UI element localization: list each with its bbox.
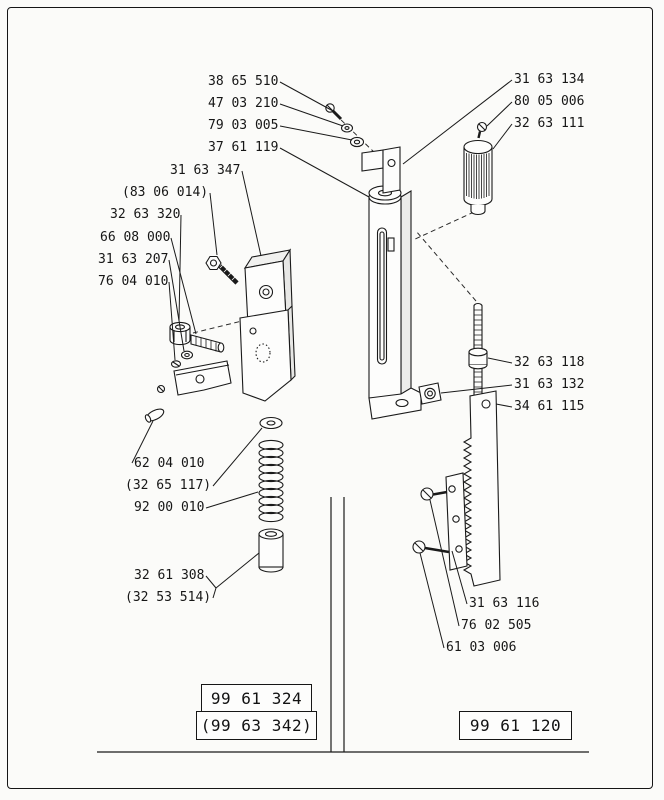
part-label: 32 63 320 [110, 207, 181, 222]
part-label: 62 04 010 [134, 456, 205, 471]
part-label: 76 02 505 [461, 618, 532, 633]
rack-bar-part [462, 390, 501, 587]
leader-line [492, 123, 513, 150]
part-label: 32 61 308 [134, 568, 205, 583]
set-screw-part [170, 360, 182, 368]
leader-line [429, 499, 460, 627]
part-label: 79 03 005 [208, 118, 279, 133]
ref-box-assembly-left: 99 61 324 [201, 684, 312, 712]
thumb-screw-upper-part [420, 487, 448, 501]
ref-box-text: (99 63 342) [200, 716, 313, 735]
leader-line [440, 384, 513, 394]
coil-spring-part [258, 439, 284, 523]
leader-line [419, 552, 445, 649]
leader-lines [131, 79, 513, 649]
leader-line [241, 170, 262, 257]
part-label: 37 61 119 [208, 140, 279, 155]
threaded-stud-part [190, 334, 225, 353]
part-label: 32 63 111 [514, 116, 585, 131]
part-label: 31 63 207 [98, 252, 169, 267]
leader-line [279, 125, 353, 141]
clamp-plate-part [445, 472, 468, 571]
leader-line [212, 587, 217, 599]
hex-bolt-part [205, 255, 239, 285]
ref-box-text: 99 61 120 [469, 716, 562, 735]
leader-line [205, 491, 259, 509]
leader-line [451, 550, 468, 605]
leader-line [486, 101, 513, 127]
part-label: 76 04 010 [98, 274, 169, 289]
leader-line [495, 403, 513, 408]
part-label: 66 08 000 [100, 230, 171, 245]
leader-line [487, 357, 513, 364]
leader-line [279, 81, 334, 112]
leader-line [168, 281, 176, 361]
threaded-rod-part [468, 302, 488, 399]
sleeve-part [258, 528, 284, 573]
guide-rail-part [361, 146, 422, 420]
drawing-frame [7, 7, 653, 789]
leader-line [168, 259, 185, 352]
clamp-block-part [243, 248, 293, 326]
part-label: (83 06 014) [122, 185, 209, 200]
part-label: 31 63 134 [514, 72, 585, 87]
part-label: 31 63 347 [170, 163, 241, 178]
pivot-pin-part [144, 408, 165, 423]
leader-line [178, 214, 182, 322]
part-label: 47 03 210 [208, 96, 279, 111]
leader-line [212, 427, 263, 487]
ref-box-assembly-right: 99 61 120 [459, 711, 572, 740]
part-label: 34 61 115 [514, 399, 585, 414]
leader-line [402, 79, 513, 165]
leader-line [170, 237, 197, 335]
leader-line [279, 147, 370, 198]
small-washer-part [180, 350, 194, 360]
part-label: (32 53 514) [125, 590, 212, 605]
thumb-screw-lower-part [412, 540, 450, 554]
square-nut-part [418, 382, 442, 405]
part-label: 92 00 010 [134, 500, 205, 515]
clamp-body-part [239, 304, 296, 402]
part-label: 32 63 118 [514, 355, 585, 370]
assembly-axis-lines [192, 113, 477, 334]
part-label: 38 65 510 [208, 74, 279, 89]
part-label: (32 65 117) [125, 478, 212, 493]
leader-line [215, 552, 260, 589]
part-label: 31 63 116 [469, 596, 540, 611]
spring-washer-part [259, 416, 283, 430]
small-screw-part [156, 384, 166, 394]
leader-line [131, 420, 154, 464]
part-label: 61 03 006 [446, 640, 517, 655]
section-divider-lines [97, 497, 589, 753]
leader-line [279, 103, 344, 127]
ref-box-text: 99 61 324 [210, 688, 303, 708]
ref-box-assembly-left-alt: (99 63 342) [196, 711, 317, 740]
leader-line [209, 192, 218, 256]
part-label: 31 63 132 [514, 377, 585, 392]
leader-line [205, 575, 217, 589]
knurled-knob-part [463, 121, 493, 216]
part-label: 80 05 006 [514, 94, 585, 109]
blade-plate-part [173, 360, 232, 396]
